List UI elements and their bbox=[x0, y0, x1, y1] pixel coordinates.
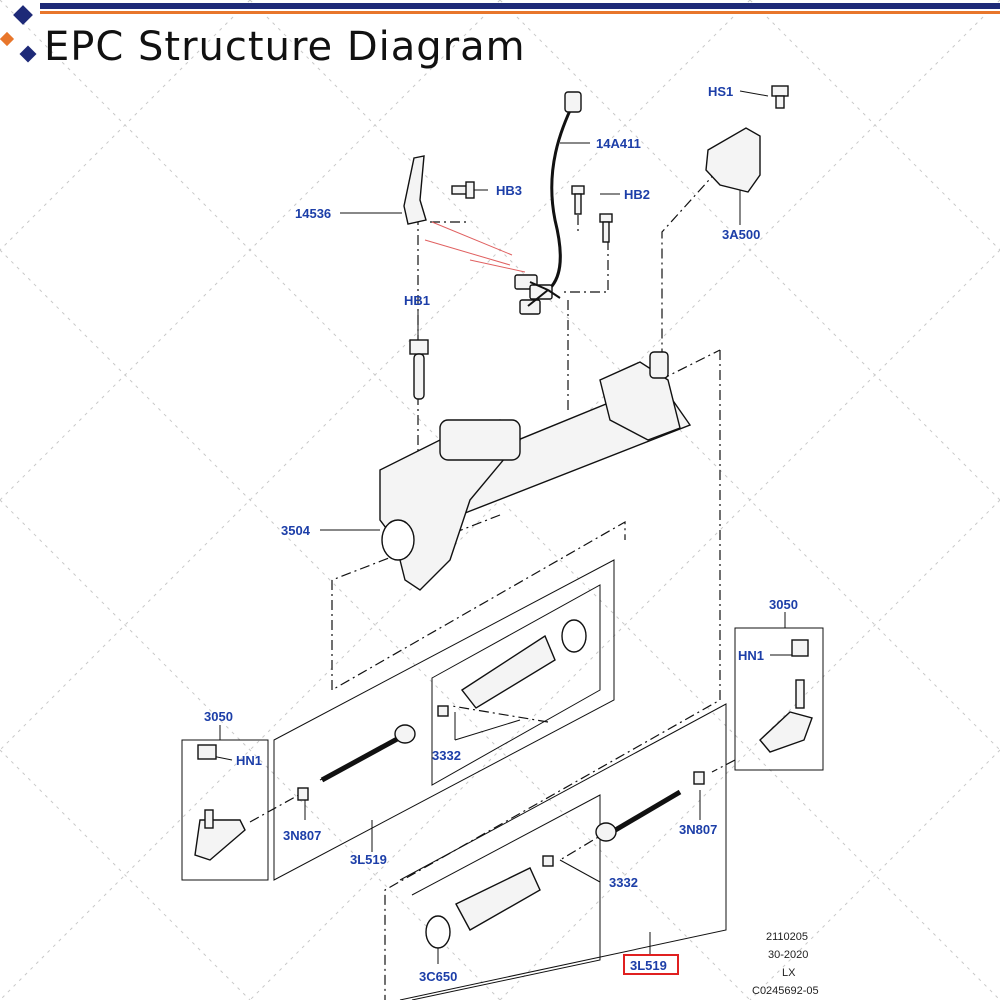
tie-rod-3l519-left bbox=[297, 724, 416, 801]
label-hb2: HB2 bbox=[624, 187, 650, 202]
label-3l519-right: 3L519 bbox=[630, 958, 667, 973]
label-3l519-left: 3L519 bbox=[350, 852, 387, 867]
page-header: EPC Structure Diagram bbox=[0, 0, 1000, 78]
label-hb1: HB1 bbox=[404, 293, 430, 308]
label-3332-lower: 3332 bbox=[609, 875, 638, 890]
label-3n807-left: 3N807 bbox=[283, 828, 321, 843]
label-hn1-right: HN1 bbox=[738, 648, 764, 663]
label-14a411: 14A411 bbox=[596, 136, 641, 151]
label-3n807-right: 3N807 bbox=[679, 822, 717, 837]
stamp-line-2: 30-2020 bbox=[768, 949, 808, 961]
stamp-line-4: C0245692-05 bbox=[752, 985, 819, 997]
tie-rod-end-3050-right bbox=[759, 639, 813, 753]
header-rule-blue bbox=[40, 3, 1000, 9]
label-3050-right: 3050 bbox=[769, 597, 798, 612]
part-labels: HS1 14A411 HB3 HB2 14536 3A500 HB1 3504 … bbox=[204, 84, 798, 984]
header-rule-orange bbox=[40, 11, 1000, 14]
wiring-harness-14a411 bbox=[514, 91, 582, 315]
leader-lines bbox=[211, 90, 795, 964]
stamp-line-3: LX bbox=[782, 967, 796, 979]
label-14536: 14536 bbox=[295, 206, 331, 221]
bracket-14536 bbox=[403, 155, 427, 225]
drawing-stamp: 2110205 30-2020 LX C0245692-05 bbox=[752, 931, 819, 997]
boot-3332-lower bbox=[455, 855, 554, 931]
bolt-hb1 bbox=[409, 339, 429, 400]
page-title: EPC Structure Diagram bbox=[44, 24, 526, 70]
bolt-hs1 bbox=[771, 85, 789, 109]
label-3504: 3504 bbox=[281, 523, 311, 538]
tie-rod-frames bbox=[181, 559, 824, 1000]
boot-3332-upper bbox=[437, 619, 587, 717]
clamp-3c650 bbox=[425, 915, 451, 949]
label-hn1-left: HN1 bbox=[236, 753, 262, 768]
bolt-hb2 bbox=[571, 185, 613, 243]
tie-rod-end-3050-left bbox=[194, 744, 246, 861]
bolt-hb3 bbox=[451, 181, 475, 199]
bracket-3a500 bbox=[705, 127, 761, 193]
label-3a500: 3A500 bbox=[722, 227, 760, 242]
label-hs1: HS1 bbox=[708, 84, 733, 99]
stamp-line-1: 2110205 bbox=[766, 931, 808, 943]
label-3332-upper: 3332 bbox=[432, 748, 461, 763]
steering-rack-3504 bbox=[379, 351, 692, 591]
label-3050-left: 3050 bbox=[204, 709, 233, 724]
assembly-lines bbox=[249, 169, 736, 1000]
highlight-box-3l519 bbox=[623, 954, 679, 975]
label-3c650: 3C650 bbox=[419, 969, 457, 984]
label-hb3: HB3 bbox=[496, 183, 522, 198]
tie-rod-3l519-right bbox=[595, 771, 705, 842]
